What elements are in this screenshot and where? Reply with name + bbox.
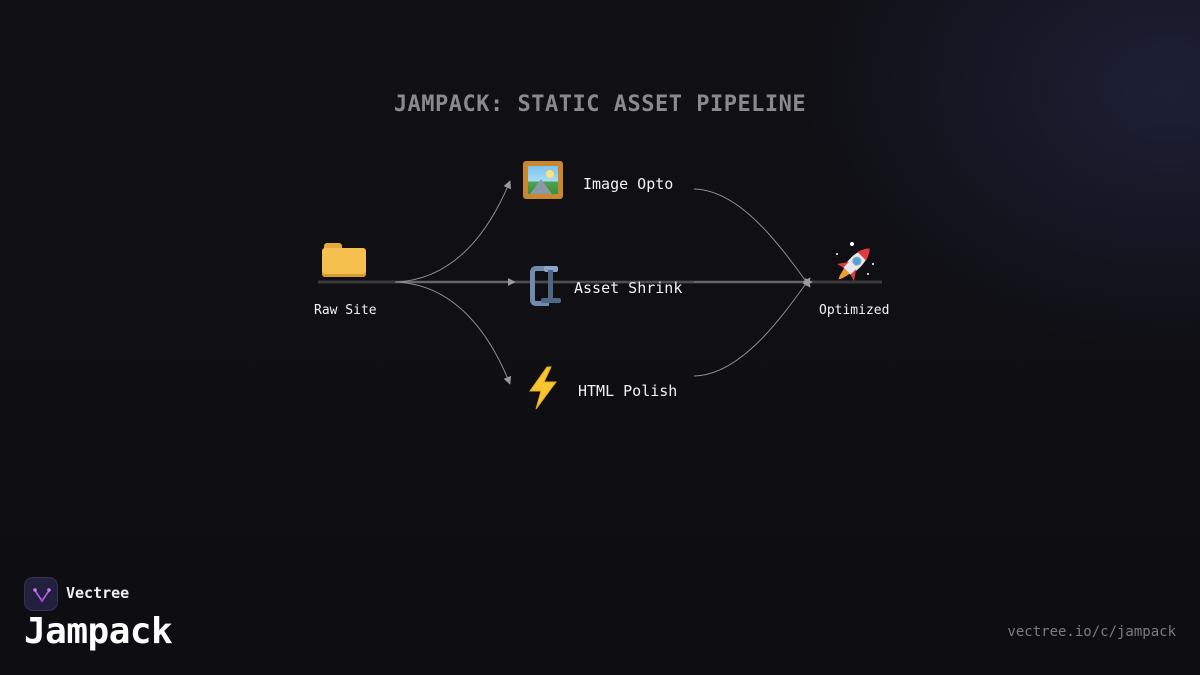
edge-image-to-target [693,188,811,288]
framed-picture-icon [523,161,563,199]
clamp-icon [528,262,562,306]
node-asset-shrink-label: Asset Shrink [574,279,683,297]
edge-html-to-target [693,277,811,377]
node-image-opto-label: Image Opto [583,175,674,193]
rocket-icon [836,242,874,281]
node-image-opto [523,161,563,199]
edge-source-to-image [394,180,511,283]
node-optimized-label: Optimized [819,303,890,318]
product-name: Jampack [24,611,173,652]
node-html-polish-label: HTML Polish [578,382,678,400]
company-name: Vectree [66,584,130,602]
node-optimized [828,238,880,290]
vectree-logo-icon [24,577,58,611]
node-raw-site-label: Raw Site [314,303,377,318]
edge-source-to-html [394,281,512,385]
footer-url: vectree.io/c/jampack [1007,624,1176,640]
node-html-polish [525,366,561,410]
folder-icon [322,243,366,277]
diagram-title: JAMPACK: STATIC ASSET PIPELINE [393,92,807,117]
node-raw-site [322,243,366,277]
node-asset-shrink [528,262,562,306]
lightning-icon [529,366,557,410]
